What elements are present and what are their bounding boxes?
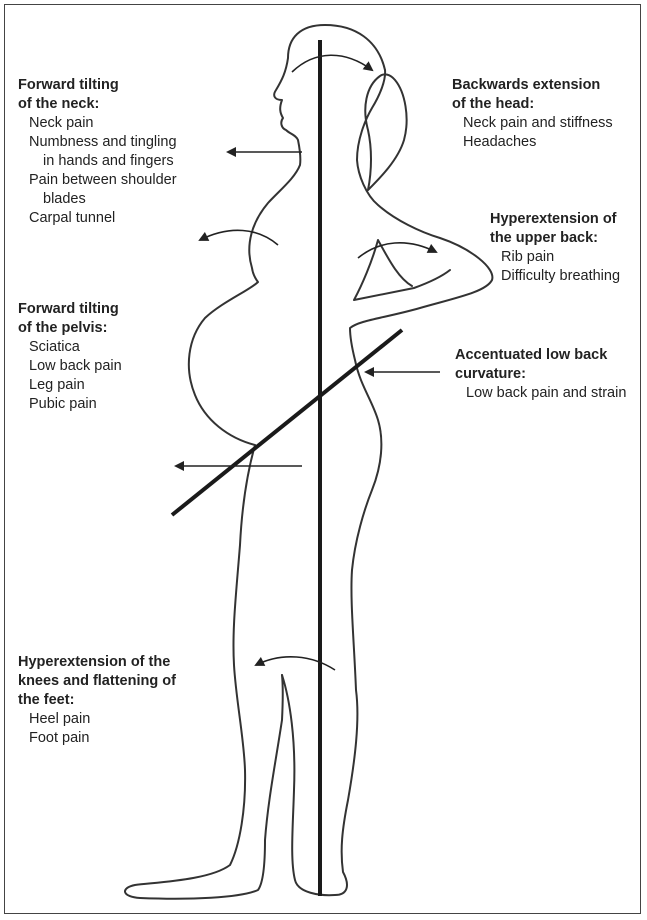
low-back-item: Low back pain and strain (455, 384, 626, 403)
body-silhouette-back (282, 70, 492, 895)
pelvis-item: Sciatica (18, 338, 122, 357)
upper-back-item: Difficulty breathing (490, 267, 620, 286)
low-back-heading-1: Accentuated low back (455, 346, 626, 365)
neck-item: blades (18, 190, 177, 209)
head-curved-arrow (292, 55, 372, 72)
knees-heading-1: Hyperextension of the (18, 653, 176, 672)
head-heading-1: Backwards extension (452, 76, 613, 95)
neck-item: Neck pain (18, 114, 177, 133)
head-item: Neck pain and stiffness (452, 114, 613, 133)
pelvis-item: Leg pain (18, 376, 122, 395)
knees-heading-3: the feet: (18, 691, 176, 710)
neck-item: in hands and fingers (18, 152, 177, 171)
head-annotation: Backwards extension of the head: Neck pa… (452, 76, 613, 152)
knees-annotation: Hyperextension of the knees and flatteni… (18, 653, 176, 748)
knee-curved-arrow (256, 657, 335, 670)
knees-item: Foot pain (18, 729, 176, 748)
arm (354, 240, 450, 300)
knees-item: Heel pain (18, 710, 176, 729)
upper-back-annotation: Hyperextension of the upper back: Rib pa… (490, 210, 620, 286)
pelvis-item: Low back pain (18, 357, 122, 376)
pelvis-heading-2: of the pelvis: (18, 319, 122, 338)
head-item: Headaches (452, 133, 613, 152)
ponytail (365, 74, 406, 190)
pelvis-tilt-line (172, 330, 402, 515)
low-back-heading-2: curvature: (455, 365, 626, 384)
upper-back-item: Rib pain (490, 248, 620, 267)
neck-item: Numbness and tingling (18, 133, 177, 152)
neck-heading-1: Forward tilting (18, 76, 177, 95)
knees-heading-2: knees and flattening of (18, 672, 176, 691)
pelvis-annotation: Forward tilting of the pelvis: Sciatica … (18, 300, 122, 414)
low-back-annotation: Accentuated low back curvature: Low back… (455, 346, 626, 403)
pelvis-heading-1: Forward tilting (18, 300, 122, 319)
neck-heading-2: of the neck: (18, 95, 177, 114)
neck-item: Carpal tunnel (18, 209, 177, 228)
upper-back-curved-arrow (358, 243, 436, 258)
head-heading-2: of the head: (452, 95, 613, 114)
pelvis-item: Pubic pain (18, 395, 122, 414)
upper-back-heading-2: the upper back: (490, 229, 620, 248)
upper-back-heading-1: Hyperextension of (490, 210, 620, 229)
neck-annotation: Forward tilting of the neck: Neck pain N… (18, 76, 177, 228)
neck-item: Pain between shoulder (18, 171, 177, 190)
shoulder-curved-arrow (200, 230, 278, 245)
